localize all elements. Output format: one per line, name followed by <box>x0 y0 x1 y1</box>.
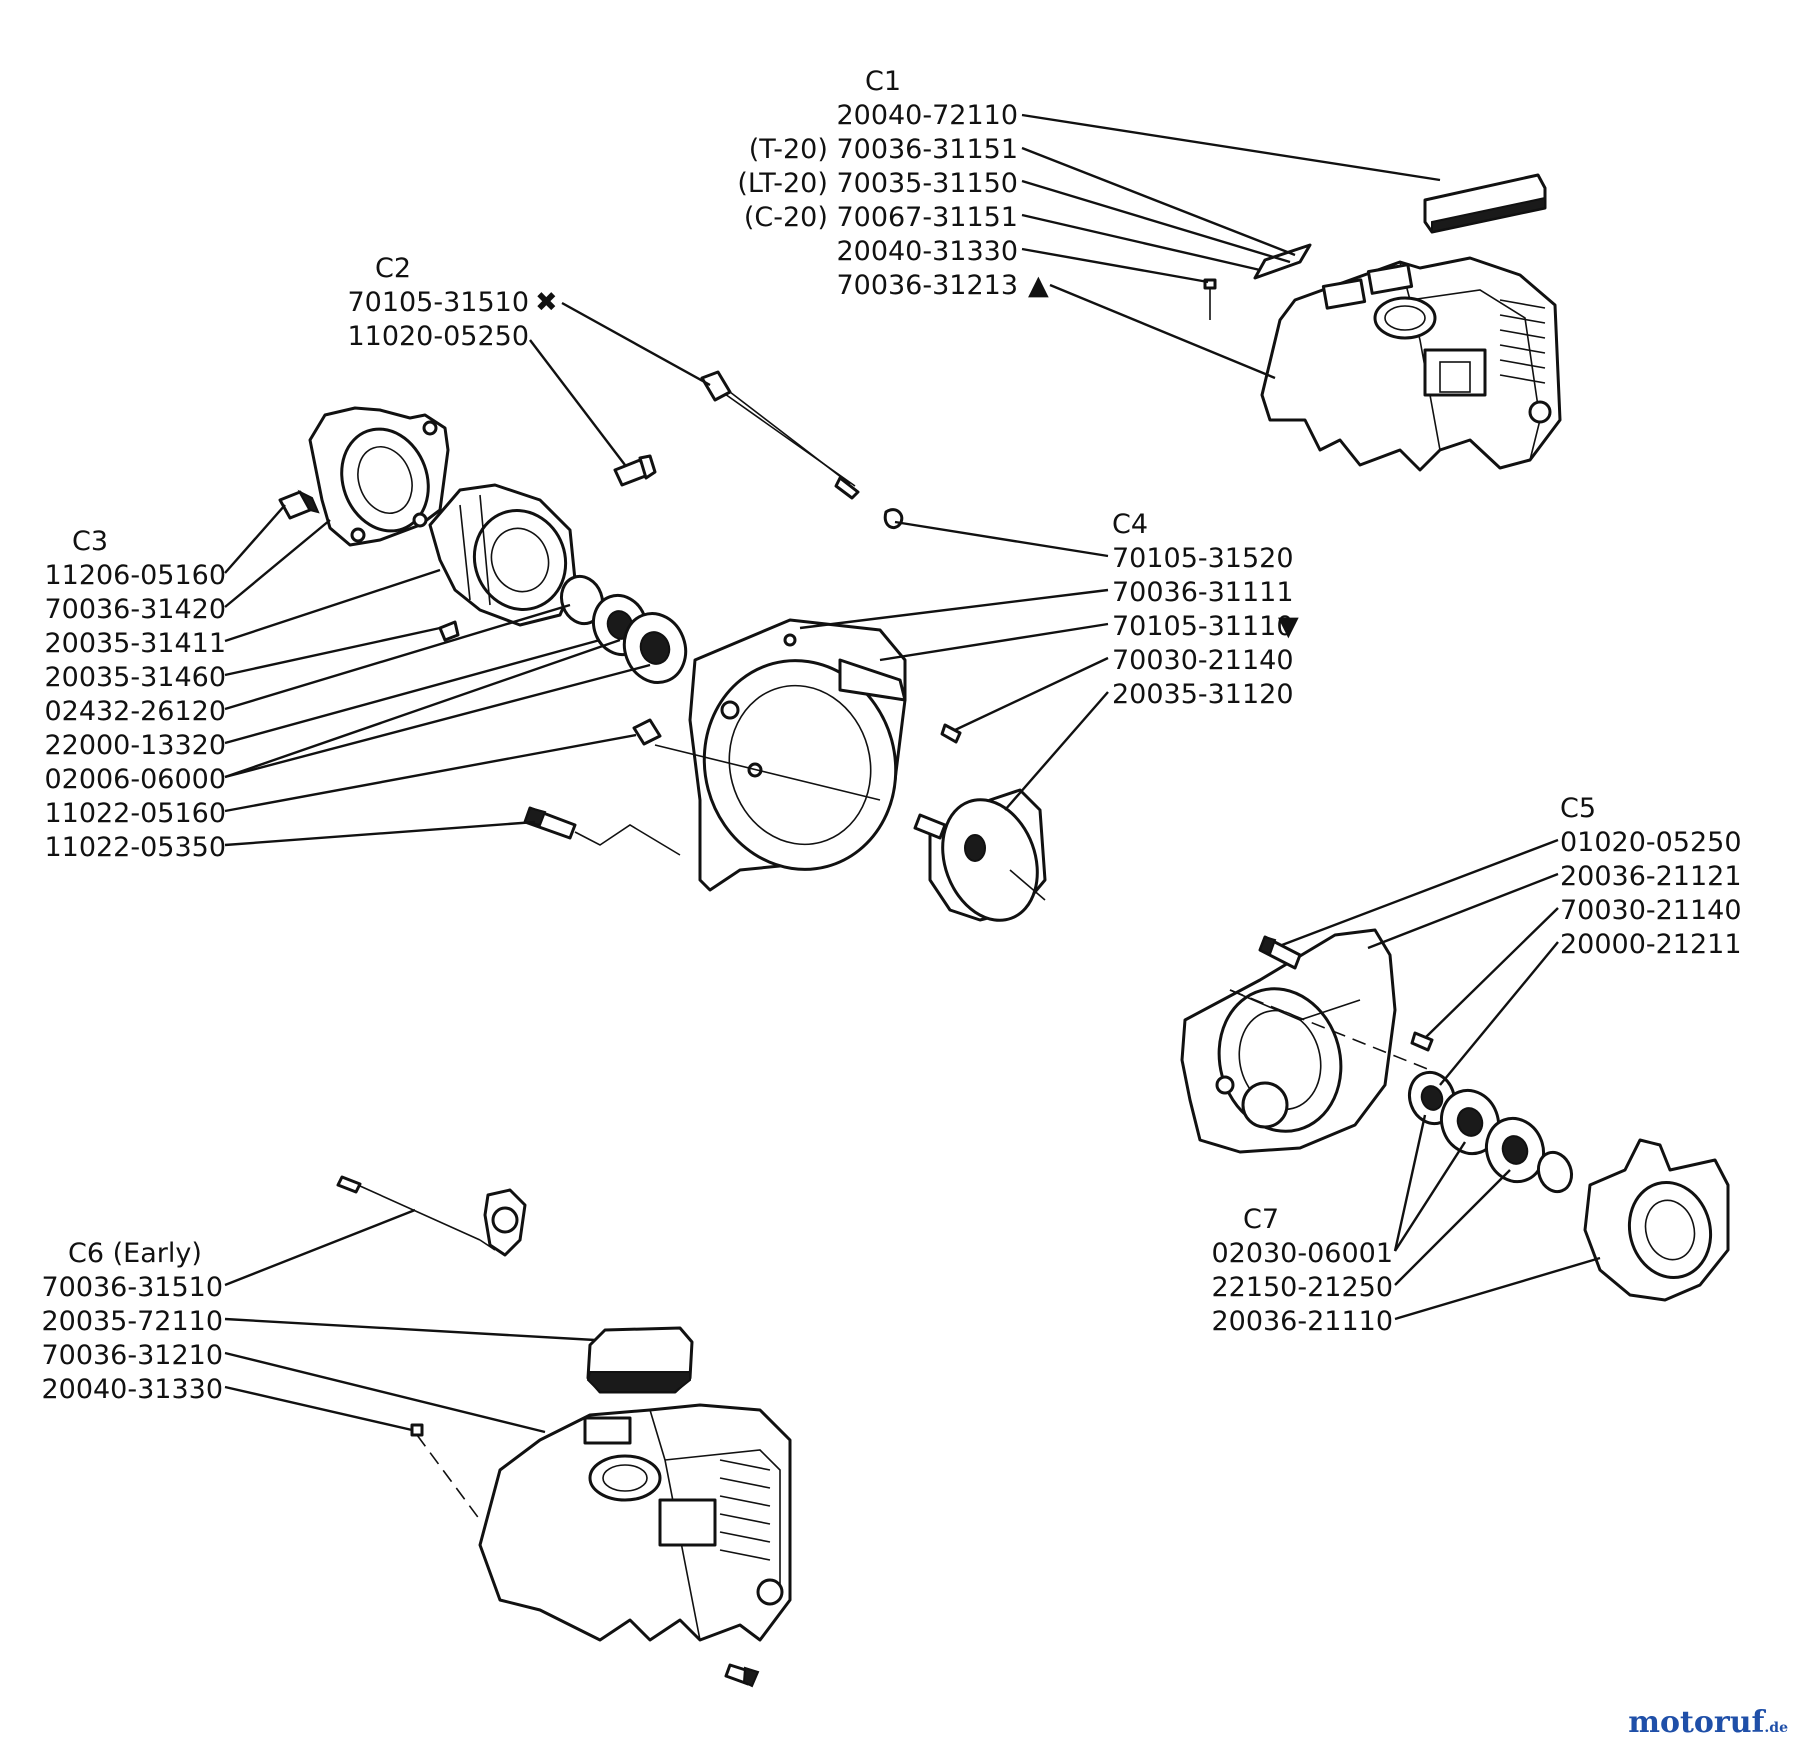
c6-throttle-cable-illustration <box>336 1175 527 1257</box>
c3-bearing-illustration <box>592 593 688 684</box>
group-c5: C5 01020-05250 20036-21121 70030-21140 2… <box>1560 793 1742 960</box>
c3-clutch-housing-illustration <box>308 406 450 547</box>
group-title: C7 <box>1243 1204 1279 1235</box>
part-number: 11022-05160 <box>44 798 226 829</box>
c4-crankcase-illustration <box>654 618 907 892</box>
c1-screw-illustration <box>1203 278 1217 320</box>
part-number: 20000-21211 <box>1560 929 1742 960</box>
part-number: 20036-21121 <box>1560 861 1742 892</box>
c3-screws-illustration <box>523 718 681 856</box>
part-number: 20035-72110 <box>41 1306 223 1337</box>
c1-top-filter-cover-illustration <box>1423 173 1547 234</box>
part-number: 70030-21140 <box>1112 645 1294 676</box>
c6-engine-cover-illustration <box>478 1403 792 1642</box>
part-number: (C-20) 70067-31151 <box>744 202 1018 233</box>
group-title: C3 <box>72 526 108 557</box>
group-title: C4 <box>1112 509 1148 540</box>
triangle-down-marker: ▼ <box>1278 611 1299 642</box>
part-number: 20040-31330 <box>41 1374 223 1405</box>
part-number: 20040-72110 <box>836 100 1018 131</box>
part-number: 11020-05250 <box>347 321 529 352</box>
triangle-up-marker: ▲ <box>1028 270 1049 301</box>
part-number: 20036-21110 <box>1211 1306 1393 1337</box>
part-number: 20035-31460 <box>44 662 226 693</box>
c4-pin-illustration <box>940 723 962 744</box>
c3-bolt-illustration <box>278 489 320 520</box>
part-number: 22000-13320 <box>44 730 226 761</box>
c5-crankcase-illustration <box>1180 928 1431 1154</box>
c2-screw-illustration <box>613 454 657 487</box>
part-number: 22150-21250 <box>1211 1272 1393 1303</box>
group-c1: C1 20040-72110 (T-20) 70036-31151 (LT-20… <box>737 66 1049 301</box>
c7-clutch-housing-illustration <box>1583 1138 1730 1302</box>
group-c6: C6 (Early) 70036-31510 20035-72110 70036… <box>41 1238 223 1405</box>
group-c4: C4 70105-31520 70036-31111 70105-31110 ▼… <box>1112 509 1299 710</box>
part-number: (T-20) 70036-31151 <box>749 134 1018 165</box>
part-number: 02030-06001 <box>1211 1238 1393 1269</box>
part-number: 70036-31213 <box>836 270 1018 301</box>
cross-marker: ✖ <box>535 287 558 318</box>
part-number: 70036-31111 <box>1112 577 1294 608</box>
part-number: 70030-21140 <box>1560 895 1742 926</box>
leader-lines <box>224 113 1601 1434</box>
part-number: 20035-31411 <box>44 628 226 659</box>
c3-small-washer-illustration <box>438 620 460 642</box>
part-number: 02006-06000 <box>44 764 226 795</box>
part-number: 70036-31420 <box>44 594 226 625</box>
c6-screws-illustration <box>410 1423 760 1688</box>
part-number: 01020-05250 <box>1560 827 1742 858</box>
c4-clutch-drum-illustration <box>913 788 1047 922</box>
c2-throttle-cable-illustration <box>700 370 904 529</box>
group-c2: C2 70105-31510 ✖ 11020-05250 <box>347 253 557 352</box>
group-title: C5 <box>1560 793 1596 824</box>
part-number: 70036-31210 <box>41 1340 223 1371</box>
group-title: C1 <box>865 66 901 97</box>
c3-clutch-drum-illustration <box>428 483 577 627</box>
part-number: 70105-31510 <box>347 287 529 318</box>
group-title: C6 (Early) <box>68 1238 202 1269</box>
part-number: 20040-31330 <box>836 236 1018 267</box>
logo-suffix: .de <box>1764 1720 1788 1736</box>
c5-screw-illustration <box>1258 935 1302 970</box>
part-number: 02432-26120 <box>44 696 226 727</box>
c1-decal-illustration <box>1253 243 1312 280</box>
group-c3: C3 11206-05160 70036-31420 20035-31411 2… <box>44 526 226 863</box>
logo-text: motoruf <box>1628 1705 1765 1740</box>
part-number: (LT-20) 70035-31150 <box>737 168 1018 199</box>
c5-bearing-illustration <box>1407 1070 1574 1194</box>
part-number: 20035-31120 <box>1112 679 1294 710</box>
group-c7: C7 02030-06001 22150-21250 20036-21110 <box>1211 1204 1393 1337</box>
watermark-logo: motoruf.de <box>1628 1705 1788 1740</box>
part-number: 70105-31520 <box>1112 543 1294 574</box>
part-number: 11206-05160 <box>44 560 226 591</box>
engine-cover-top-illustration <box>1260 256 1562 472</box>
part-number: 70036-31510 <box>41 1272 223 1303</box>
part-number: 11022-05350 <box>44 832 226 863</box>
group-title: C2 <box>375 253 411 284</box>
part-number: 70105-31110 <box>1112 611 1294 642</box>
c6-filter-cover-illustration <box>586 1326 694 1394</box>
